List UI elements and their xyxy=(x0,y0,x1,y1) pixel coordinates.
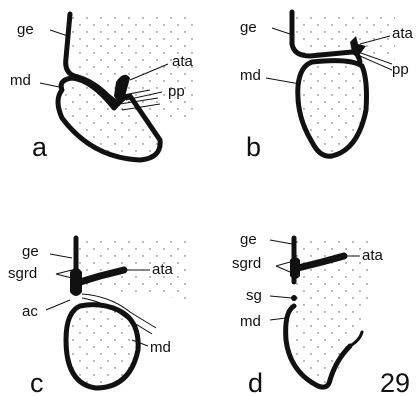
label-md: md xyxy=(150,339,171,356)
label-ac: ac xyxy=(22,303,38,320)
panel-letter: a xyxy=(32,132,48,162)
panel-d-sg xyxy=(291,295,297,301)
label-ge: ge xyxy=(17,21,34,38)
label-md: md xyxy=(10,72,31,89)
label-ge: ge xyxy=(240,231,257,248)
panel-a-ata xyxy=(114,74,130,102)
panel-d-ata xyxy=(294,252,348,272)
panel-b-ata xyxy=(350,36,366,54)
panel-letter: b xyxy=(246,132,261,162)
panel-letter: c xyxy=(30,368,44,396)
label-pp: pp xyxy=(392,61,409,78)
label-md: md xyxy=(240,313,261,330)
panel-d: ge sgrd sg md ata d xyxy=(232,231,384,396)
panel-c-ac-lines xyxy=(81,293,157,335)
panel-a-pp-lines xyxy=(117,89,161,111)
panel-b-pp-lines xyxy=(357,51,393,71)
panel-a-mandible xyxy=(55,75,163,163)
label-ata: ata xyxy=(152,261,174,278)
label-pp: pp xyxy=(168,83,185,100)
panel-a-capsule-stipple xyxy=(70,12,198,122)
label-ge: ge xyxy=(240,19,257,36)
panel-c: ge sgrd ac ata md c xyxy=(8,235,190,396)
panel-b-mandible xyxy=(295,58,369,159)
label-sgrd: sgrd xyxy=(8,265,37,282)
label-ata: ata xyxy=(172,53,194,70)
panel-b: ge md ata pp b xyxy=(240,9,414,162)
panel-c-capsule-stipple xyxy=(74,238,190,300)
panel-b-genal-margin xyxy=(289,9,363,65)
panel-c-sgrd xyxy=(70,268,82,296)
panel-c-ata xyxy=(76,266,128,286)
label-md: md xyxy=(240,67,261,84)
panel-c-mandible xyxy=(63,302,141,391)
label-sg: sg xyxy=(246,287,262,304)
panel-d-capsule-stipple xyxy=(290,238,372,392)
label-ata: ata xyxy=(362,247,384,264)
panel-a: ge md ata pp a xyxy=(10,11,198,163)
label-ge: ge xyxy=(22,243,39,260)
label-sgrd: sgrd xyxy=(232,255,261,272)
label-ata: ata xyxy=(392,25,414,42)
panel-d-sgrd xyxy=(290,257,300,279)
figure-number: 29 xyxy=(380,368,410,396)
panel-b-capsule-stipple xyxy=(294,12,395,60)
panel-letter: d xyxy=(248,368,263,396)
panel-d-mandible xyxy=(283,303,353,390)
panel-d-mandible-tip xyxy=(348,330,364,348)
